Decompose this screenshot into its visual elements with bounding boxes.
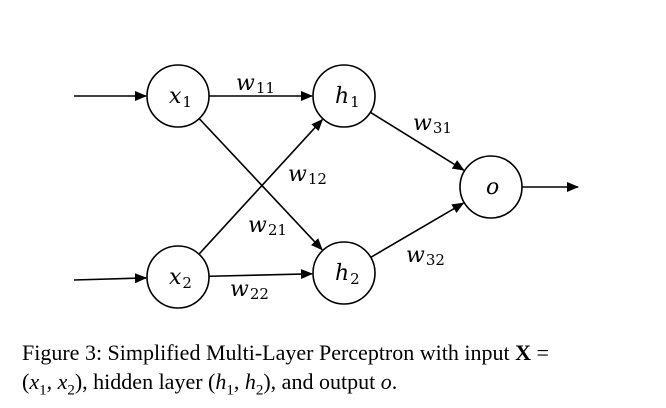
node-o-label: o [486, 175, 499, 200]
node-o: o [459, 155, 523, 219]
caption-paren: ( [22, 369, 30, 394]
node-x1-circle [146, 64, 210, 128]
edge-x2-h2 [208, 269, 314, 280]
caption-o: o [380, 369, 392, 394]
caption-x2: x [57, 369, 68, 394]
weight-label-w12: w12 [288, 162, 327, 188]
weight-label-w31: w31 [413, 111, 452, 137]
weight-label-w11: w11 [236, 71, 275, 97]
nodes-layer: x1 x2 h1 h2 o [146, 64, 523, 309]
figure-caption: Figure 3: Simplified Multi-Layer Percept… [22, 338, 652, 399]
caption-line-1: Figure 3: Simplified Multi-Layer Percept… [22, 338, 652, 367]
caption-h2: h [244, 369, 256, 394]
node-h2-circle [312, 241, 376, 305]
edges-layer [73, 91, 579, 284]
caption-sep-2: , [233, 369, 245, 394]
node-x1: x1 [146, 64, 210, 128]
edge-h2-o [370, 202, 465, 259]
node-h1: h1 [312, 64, 376, 128]
node-o-circle [459, 155, 523, 219]
edge-x1-h2 [198, 118, 323, 251]
caption-sep: , [46, 369, 58, 394]
node-h1-label: h1 [335, 84, 360, 111]
node-h1-circle [312, 64, 376, 128]
node-x2-circle [146, 245, 210, 309]
caption-h2-sub: 2 [255, 382, 264, 399]
caption-text-end: ), and output [263, 369, 381, 394]
edge-in2-x2-arrow [73, 273, 148, 284]
node-h2-label: h2 [335, 261, 360, 288]
node-x2: x2 [146, 245, 210, 309]
caption-input-symbol: X [515, 340, 531, 365]
caption-x1-sub: 1 [39, 382, 47, 399]
caption-text: Figure 3: Simplified Multi-Layer Percept… [22, 340, 516, 365]
caption-text-mid: ), hidden layer ( [74, 369, 216, 394]
caption-h1-sub: 1 [226, 382, 234, 399]
caption-h1: h [215, 369, 227, 394]
edge-x2-h1 [198, 118, 324, 255]
caption-line-2: (x1, x2), hidden layer (h1, h2), and out… [22, 367, 652, 399]
weight-label-w22: w22 [230, 277, 269, 303]
caption-x2-sub: 2 [67, 382, 75, 399]
caption-x1: x [29, 369, 40, 394]
edge-h1-o [369, 111, 465, 171]
weight-label-w21: w21 [248, 213, 287, 239]
node-h2: h2 [312, 241, 376, 305]
caption-period: . [391, 369, 398, 394]
weight-label-w32: w32 [406, 243, 445, 269]
node-x2-label: x2 [169, 265, 192, 292]
caption-equals: = [530, 340, 549, 365]
node-x1-label: x1 [169, 84, 192, 111]
